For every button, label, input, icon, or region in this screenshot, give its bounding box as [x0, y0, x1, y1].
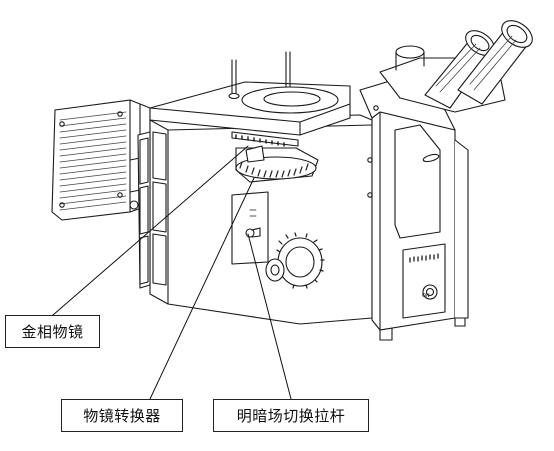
focus-knob: [265, 232, 325, 289]
label-brightdark-lever-text: 明暗场切换拉杆: [236, 407, 346, 425]
power-button-label: ON: [422, 293, 430, 299]
label-nosepiece: 物镜转换器: [61, 399, 183, 432]
leader-line-lever: [247, 233, 292, 400]
microscope-arm: [359, 77, 469, 331]
lamp-housing: [51, 99, 151, 221]
label-objective-text: 金相物镜: [21, 323, 84, 341]
nosepiece-turret: [235, 145, 319, 183]
label-nosepiece-text: 物镜转换器: [83, 407, 161, 425]
leader-line-objective: [52, 145, 249, 316]
leader-line-nosepiece: [149, 177, 255, 400]
eyepiece-head: [379, 20, 533, 113]
label-brightdark-lever: 明暗场切换拉杆: [213, 399, 369, 432]
label-objective-lens: 金相物镜: [5, 315, 100, 348]
specimen-stage: [149, 51, 351, 147]
leader-lines: [52, 145, 292, 400]
